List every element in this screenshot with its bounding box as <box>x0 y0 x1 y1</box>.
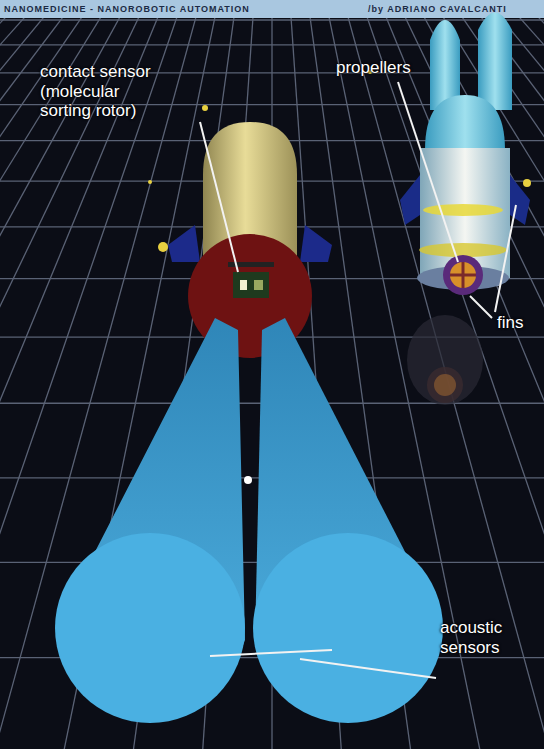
part-label: contact sensor (molecular sorting rotor) <box>40 62 175 121</box>
nanorobot-main <box>55 122 443 723</box>
nanorobot-right <box>400 13 530 406</box>
header-title: NANOMEDICINE - NANOROBOTIC AUTOMATION <box>4 4 250 14</box>
header-author: /by ADRIANO CAVALCANTI <box>368 4 507 14</box>
part-label: propellers <box>336 58 411 78</box>
leader-lines <box>200 82 516 678</box>
header-bar <box>0 0 544 18</box>
part-label: fins <box>497 313 523 333</box>
part-label: acoustic sensors <box>440 618 536 657</box>
